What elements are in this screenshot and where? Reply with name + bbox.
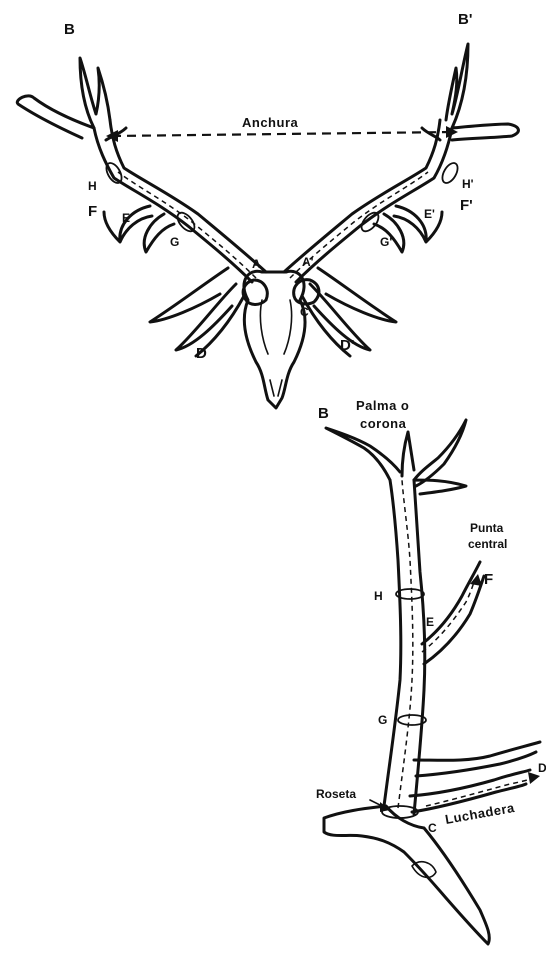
label-D: D bbox=[196, 345, 207, 362]
front-view-antlers: Anchura B B' H H' F E E' F' G G' A A' C … bbox=[17, 11, 518, 408]
central-point-line1: Punta bbox=[470, 521, 504, 535]
right-ring-G bbox=[358, 210, 381, 235]
side-label-B: B bbox=[318, 405, 329, 422]
label-A: A bbox=[252, 257, 261, 271]
side-crown-tines bbox=[326, 420, 466, 494]
label-F-prime: F' bbox=[460, 197, 473, 214]
side-central-tine bbox=[422, 562, 484, 664]
label-F: F bbox=[88, 203, 97, 220]
side-main-beam-right-edge bbox=[414, 480, 425, 814]
side-lower-tines bbox=[410, 742, 540, 812]
central-point-line2: central bbox=[468, 537, 507, 551]
label-G: G bbox=[170, 235, 179, 249]
label-E: E bbox=[122, 211, 130, 225]
side-label-G: G bbox=[378, 713, 387, 727]
right-crown-tines bbox=[422, 44, 518, 140]
left-lower-tines bbox=[150, 268, 244, 356]
rosette-label: Roseta bbox=[316, 787, 356, 801]
side-label-H: H bbox=[374, 589, 383, 603]
left-pedicle bbox=[243, 280, 267, 305]
label-G-prime: G' bbox=[380, 235, 392, 249]
skull-fragment bbox=[324, 806, 489, 944]
label-A-prime: A' bbox=[302, 255, 314, 269]
left-antler-beam bbox=[94, 120, 266, 282]
label-D-prime: D' bbox=[340, 337, 354, 354]
side-main-beam-left-edge bbox=[384, 480, 401, 806]
label-H-prime: H' bbox=[462, 177, 474, 191]
label-E-prime: E' bbox=[424, 207, 435, 221]
label-H: H bbox=[88, 179, 97, 193]
spread-label: Anchura bbox=[242, 115, 299, 130]
side-label-F: F bbox=[484, 571, 493, 588]
crown-label-line2: corona bbox=[360, 416, 407, 431]
side-label-D: D bbox=[538, 761, 546, 775]
side-label-C: C bbox=[428, 821, 437, 835]
skull bbox=[244, 271, 305, 408]
right-pedicle bbox=[294, 280, 319, 304]
label-C: C bbox=[300, 305, 309, 319]
side-view-antler: B Palma o corona Punta central F H E G R… bbox=[316, 398, 546, 944]
side-label-E: E bbox=[426, 615, 434, 629]
spread-measure-line bbox=[112, 132, 452, 136]
left-ring-G bbox=[174, 210, 197, 235]
left-middle-tines bbox=[104, 206, 174, 252]
label-B-prime: B' bbox=[458, 11, 472, 28]
crown-label-line1: Palma o bbox=[356, 398, 409, 413]
label-B: B bbox=[64, 21, 75, 38]
